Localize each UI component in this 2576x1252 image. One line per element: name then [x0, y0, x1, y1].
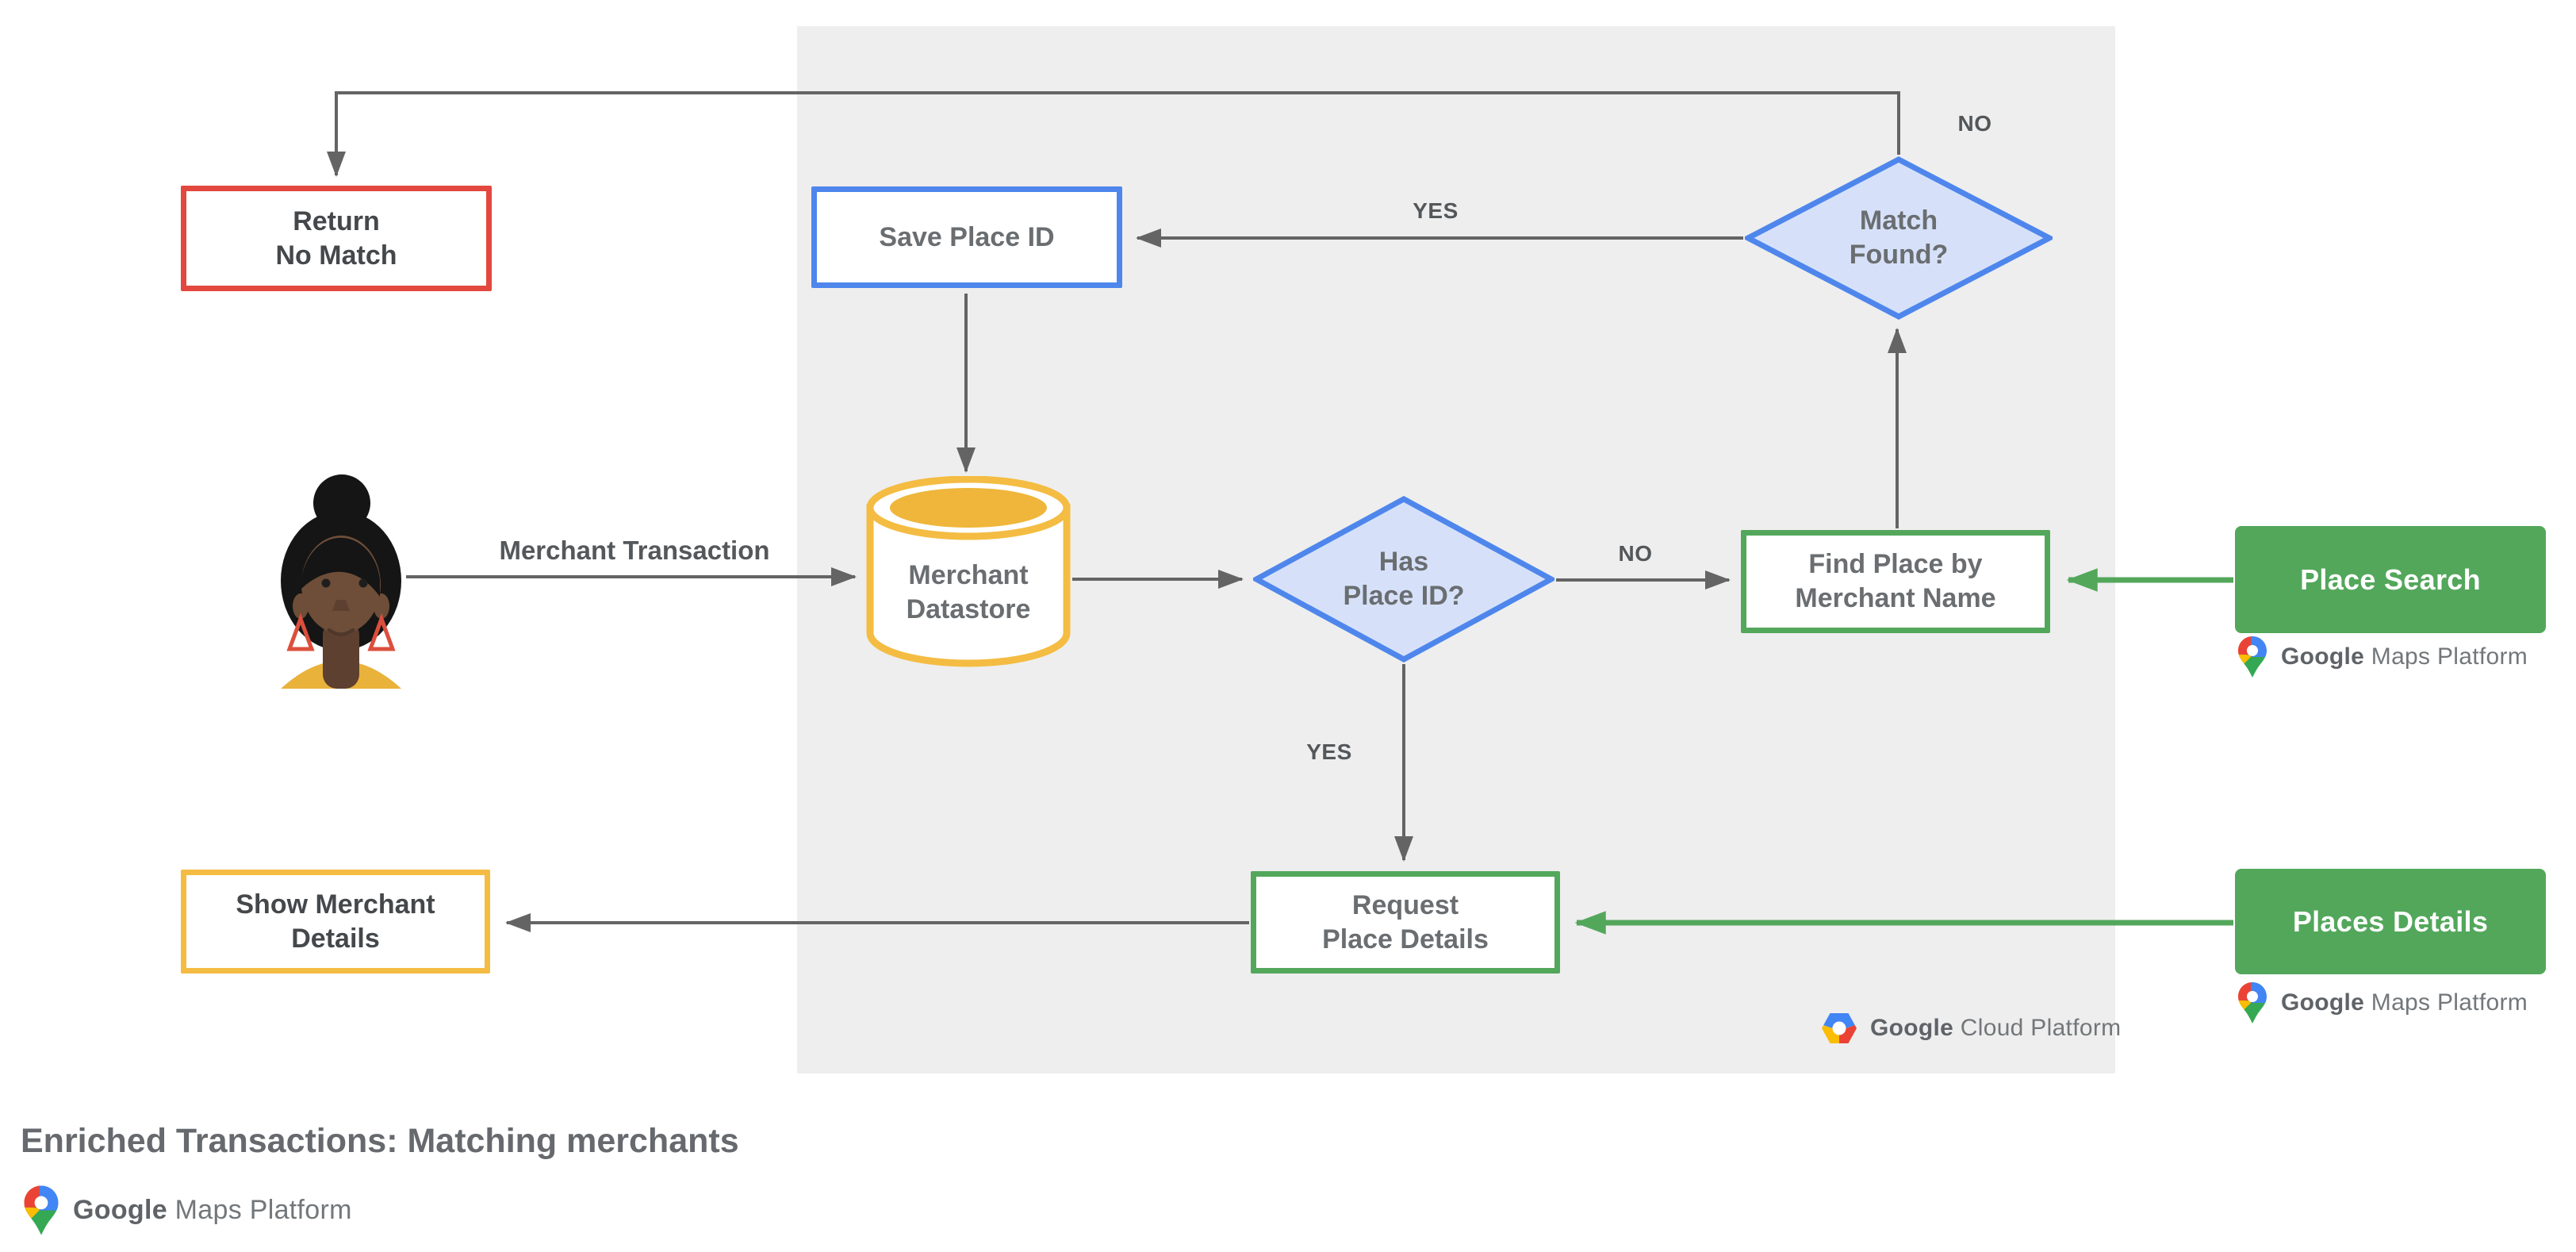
logo-text: Google Maps Platform [2281, 989, 2528, 1016]
node-label: Return No Match [275, 205, 397, 271]
edge-label-merchant-transaction: Merchant Transaction [499, 536, 770, 565]
google-maps-platform-logo: Google Maps Platform [2237, 635, 2528, 679]
edge-label-no-has-place-id: NO [1618, 541, 1653, 566]
node-label: Place Search [2300, 563, 2481, 596]
maps-pin-icon [24, 1185, 59, 1235]
diamond-shape [1253, 496, 1554, 662]
node-place-search-api: Place Search [2235, 526, 2546, 633]
decision-has-place-id: Has Place ID? [1253, 496, 1554, 662]
edge-label-yes-has-place-id: YES [1306, 739, 1352, 764]
maps-pin-icon [2238, 982, 2267, 1023]
cloud-hexagon-icon [1822, 1013, 1857, 1043]
google-cloud-platform-logo: Google Cloud Platform [1821, 1012, 2121, 1044]
node-label: Find Place by Merchant Name [1795, 549, 1996, 613]
node-save-place-id: Save Place ID [811, 186, 1122, 288]
user-avatar [279, 470, 403, 689]
diagram-title: Enriched Transactions: Matching merchant… [21, 1122, 739, 1160]
edge-label-yes-match-found: YES [1413, 198, 1459, 223]
node-label: Places Details [2292, 904, 2489, 938]
node-find-place-by-merchant-name: Find Place by Merchant Name [1741, 530, 2050, 633]
node-label: Show Merchant Details [236, 889, 435, 954]
logo-text: Google Maps Platform [73, 1195, 352, 1225]
google-maps-platform-logo: Google Maps Platform [2237, 981, 2528, 1025]
diamond-shape [1745, 156, 2053, 320]
node-label: Request Place Details [1322, 889, 1489, 954]
edge-label-no-match-found: NO [1957, 111, 1992, 136]
node-label: Has Place ID? [1343, 547, 1465, 611]
node-label: Save Place ID [879, 221, 1055, 252]
logo-text: Google Cloud Platform [1870, 1015, 2122, 1041]
google-maps-platform-logo-footer: Google Maps Platform [22, 1184, 352, 1237]
node-merchant-datastore: Merchant Datastore [866, 475, 1071, 669]
node-request-place-details: Request Place Details [1251, 871, 1560, 974]
person-icon [281, 474, 401, 689]
node-label: Merchant Datastore [906, 560, 1031, 624]
node-show-merchant-details: Show Merchant Details [181, 870, 490, 974]
logo-text: Google Maps Platform [2281, 643, 2528, 670]
node-label: Match Found? [1849, 205, 1949, 270]
node-places-details-api: Places Details [2235, 869, 2546, 974]
maps-pin-icon [2238, 636, 2267, 678]
cylinder-shape [866, 475, 1071, 667]
decision-match-found: Match Found? [1745, 156, 2053, 320]
node-return-no-match: Return No Match [181, 186, 492, 291]
